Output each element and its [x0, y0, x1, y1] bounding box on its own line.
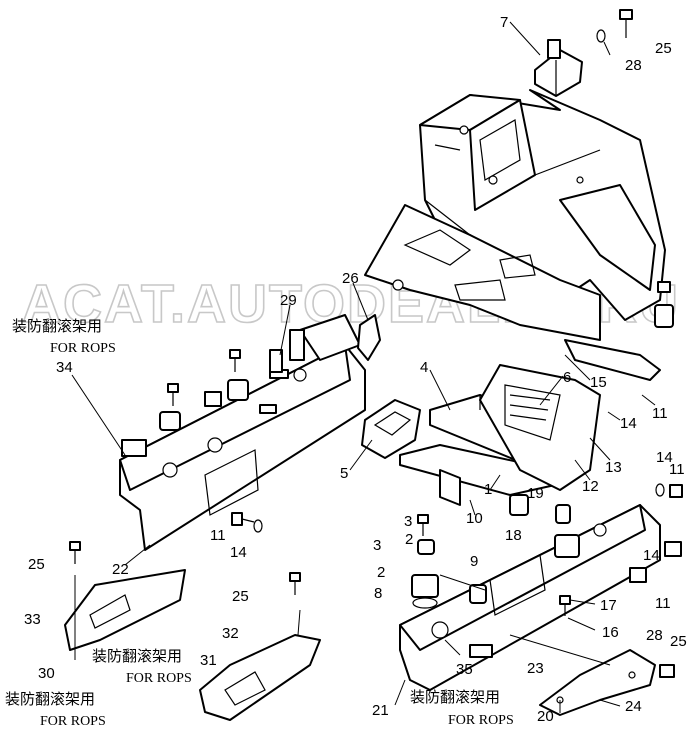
bolt-11-left: [231, 512, 263, 533]
callout-4: 4: [420, 359, 428, 376]
beam-10: [399, 444, 556, 506]
callout-7: 7: [500, 14, 508, 31]
mount-bracket-7: [534, 39, 583, 97]
callout-17: 17: [600, 597, 617, 614]
bolt-3-right: [417, 514, 429, 536]
callout-25d: 25: [670, 633, 687, 650]
callout-14c: 14: [643, 547, 660, 564]
callout-6: 6: [563, 369, 571, 386]
callout-30: 30: [38, 665, 55, 682]
callout-34: 34: [56, 359, 73, 376]
cab-enclosure: [364, 89, 666, 341]
callout-5: 5: [340, 465, 348, 482]
callout-14: 14: [620, 415, 637, 432]
cylinder-19: [555, 504, 571, 524]
callout-21: 21: [372, 702, 389, 719]
callout-11c: 11: [655, 595, 671, 612]
callout-23: 23: [527, 660, 544, 677]
callout-10: 10: [466, 510, 483, 527]
rear-bar-15: [564, 339, 661, 381]
callout-26: 26: [342, 270, 359, 287]
right-main-frame: [399, 504, 661, 691]
callout-14d: 14: [230, 544, 247, 561]
rops-label-cn-c: 装防翻滚架用: [5, 690, 95, 708]
bolt-right-top: [657, 281, 671, 293]
callout-15: 15: [590, 374, 607, 391]
callout-28b: 28: [646, 627, 663, 644]
callout-12: 12: [582, 478, 599, 495]
bolt-25-mid: [289, 572, 301, 595]
left-main-frame: [119, 314, 366, 551]
callout-24: 24: [625, 698, 642, 715]
callout-3b: 3: [373, 537, 381, 554]
callout-31: 31: [200, 652, 217, 669]
callout-3a: 3: [404, 513, 412, 530]
rops-plate-33: [64, 569, 186, 651]
callout-22: 22: [112, 561, 129, 578]
rops-label-en-b: FOR ROPS: [126, 671, 192, 686]
callout-19: 19: [527, 485, 544, 502]
bolt-left-1: [229, 349, 241, 372]
callout-18: 18: [505, 527, 522, 544]
callout-29: 29: [280, 292, 297, 309]
callout-2a: 2: [405, 531, 413, 548]
bracket-5: [361, 399, 421, 459]
callout-13: 13: [605, 459, 622, 476]
callout-11b: 11: [669, 461, 685, 478]
bolt-25-top: [619, 9, 633, 38]
callout-8: 8: [374, 585, 382, 602]
callout-20: 20: [537, 708, 554, 725]
rops-label-cn-d: 装防翻滚架用: [410, 688, 500, 706]
callout-25c: 25: [232, 588, 249, 605]
rubber-mount-right: [654, 304, 674, 328]
bolt-left-2: [167, 383, 179, 406]
rops-label-en-d: FOR ROPS: [448, 713, 514, 728]
rops-plate-32: [199, 634, 321, 721]
callout-25: 25: [655, 40, 672, 57]
callout-33: 33: [24, 611, 41, 628]
callout-25b: 25: [28, 556, 45, 573]
rops-label-cn-b: 装防翻滚架用: [92, 647, 182, 665]
callout-numbers: 7 25 28 26 29 34 4 6 15 11 14 13 12 5 1 …: [24, 14, 687, 725]
rops-label-en-c: FOR ROPS: [40, 714, 106, 729]
callout-28: 28: [625, 57, 642, 74]
washer-28-top: [596, 29, 606, 43]
bolt-25-left: [69, 541, 81, 564]
leader-lines: [71, 21, 656, 713]
rops-annotations: 装防翻滚架用 FOR ROPS 装防翻滚架用 FOR ROPS 装防翻滚架用 F…: [5, 317, 514, 729]
callout-14b: 14: [656, 449, 673, 466]
rear-panel: [479, 364, 601, 491]
bracket-26: [357, 314, 381, 361]
callout-11d: 11: [210, 527, 226, 544]
callout-35: 35: [456, 661, 473, 678]
callout-32: 32: [222, 625, 239, 642]
callout-1: 1: [484, 481, 492, 498]
callout-16: 16: [602, 624, 619, 641]
rops-label-cn-a: 装防翻滚架用: [12, 317, 102, 335]
mount-18: [509, 494, 529, 516]
rops-label-en-a: FOR ROPS: [50, 341, 116, 356]
callout-9: 9: [470, 553, 478, 570]
bolt-25-bottom-right: [659, 664, 675, 678]
callout-2b: 2: [377, 564, 385, 581]
bolt-11-right: [629, 483, 683, 583]
callout-11: 11: [652, 405, 668, 422]
